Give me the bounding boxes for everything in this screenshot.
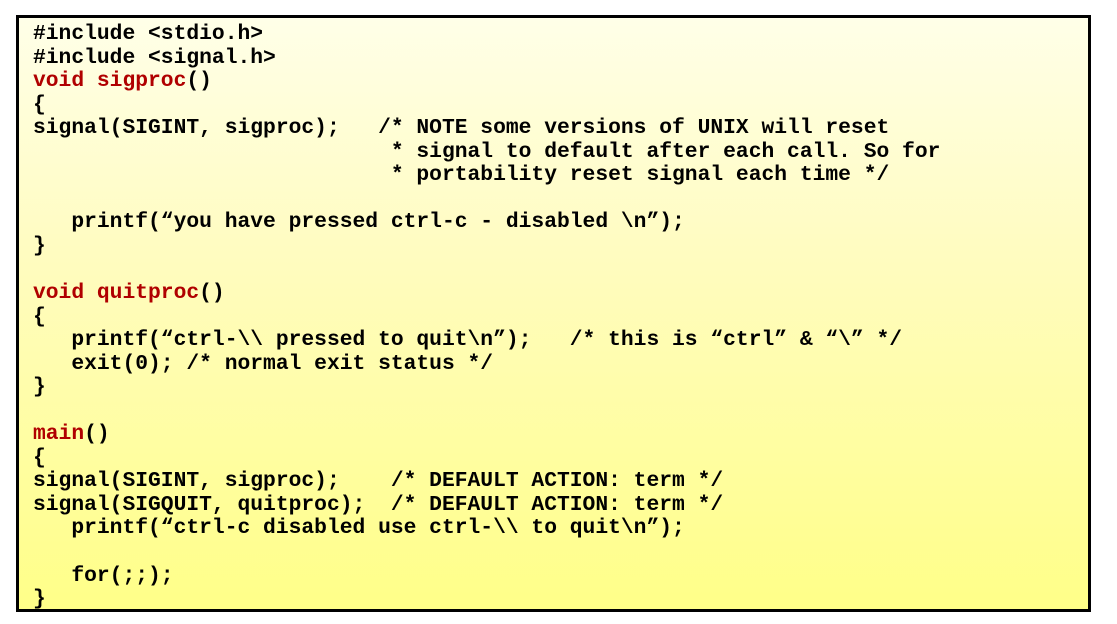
code-line: signal(SIGINT, sigproc); /* NOTE some ve… [33,116,940,141]
code-text: printf(“ctrl-\\ pressed to quit\n”); /* … [33,328,903,353]
code-line: * portability reset signal each time */ [33,164,940,188]
code-line: { [33,445,940,471]
code-text: * signal to default after each call. So … [33,139,941,164]
code-line: void sigproc() [33,69,940,94]
code-text: } [33,375,46,400]
code-text: signal(SIGINT, sigproc); /* DEFAULT ACTI… [33,469,724,494]
code-line: #include <signal.h> [33,45,940,71]
code-line: printf(“ctrl-\\ pressed to quit\n”); /* … [33,328,940,353]
code-text: * portability reset signal each time */ [33,163,890,188]
code-line: exit(0); /* normal exit status */ [33,351,940,377]
code-text: } [33,587,46,612]
function-declaration: main [33,422,85,447]
code-line: printf(“ctrl-c disabled use ctrl-\\ to q… [33,517,940,541]
code-listing: #include <stdio.h>#include <signal.h>voi… [33,22,941,612]
code-line: { [33,92,940,118]
code-text: () [186,69,212,94]
function-declaration: void sigproc [33,69,187,94]
code-line: main() [33,423,940,447]
code-line [33,400,940,424]
code-text: () [84,422,110,447]
code-line [33,541,940,565]
code-text: signal(SIGINT, sigproc); /* NOTE some ve… [33,116,890,141]
code-line: * signal to default after each call. So … [33,139,941,165]
code-line: printf(“you have pressed ctrl-c - disabl… [33,211,940,235]
code-line: } [33,587,940,612]
code-text: signal(SIGQUIT, quitproc); /* DEFAULT AC… [33,492,724,517]
code-line: void quitproc() [33,281,940,306]
code-line [33,258,940,282]
code-line: { [33,304,940,330]
code-text: { [33,304,46,329]
code-line: } [33,375,940,400]
code-line: for(;;); [33,563,940,589]
code-line: #include <stdio.h> [33,22,940,47]
code-text: for(;;); [33,563,174,588]
code-text: printf(“you have pressed ctrl-c - disabl… [33,210,685,235]
code-line: signal(SIGINT, sigproc); /* DEFAULT ACTI… [33,470,940,494]
code-text: #include <signal.h> [33,45,276,70]
code-text: () [199,281,225,306]
code-line: signal(SIGQUIT, quitproc); /* DEFAULT AC… [33,492,940,518]
function-declaration: void quitproc [33,281,200,306]
code-line: } [33,233,940,259]
code-text: { [33,92,46,117]
code-listing-box: #include <stdio.h>#include <signal.h>voi… [16,15,1091,612]
code-text: printf(“ctrl-c disabled use ctrl-\\ to q… [33,516,685,541]
code-text: } [33,233,46,258]
code-text: exit(0); /* normal exit status */ [33,351,494,376]
code-text: #include <stdio.h> [33,22,264,46]
code-line [33,188,940,212]
code-text: { [33,445,46,470]
